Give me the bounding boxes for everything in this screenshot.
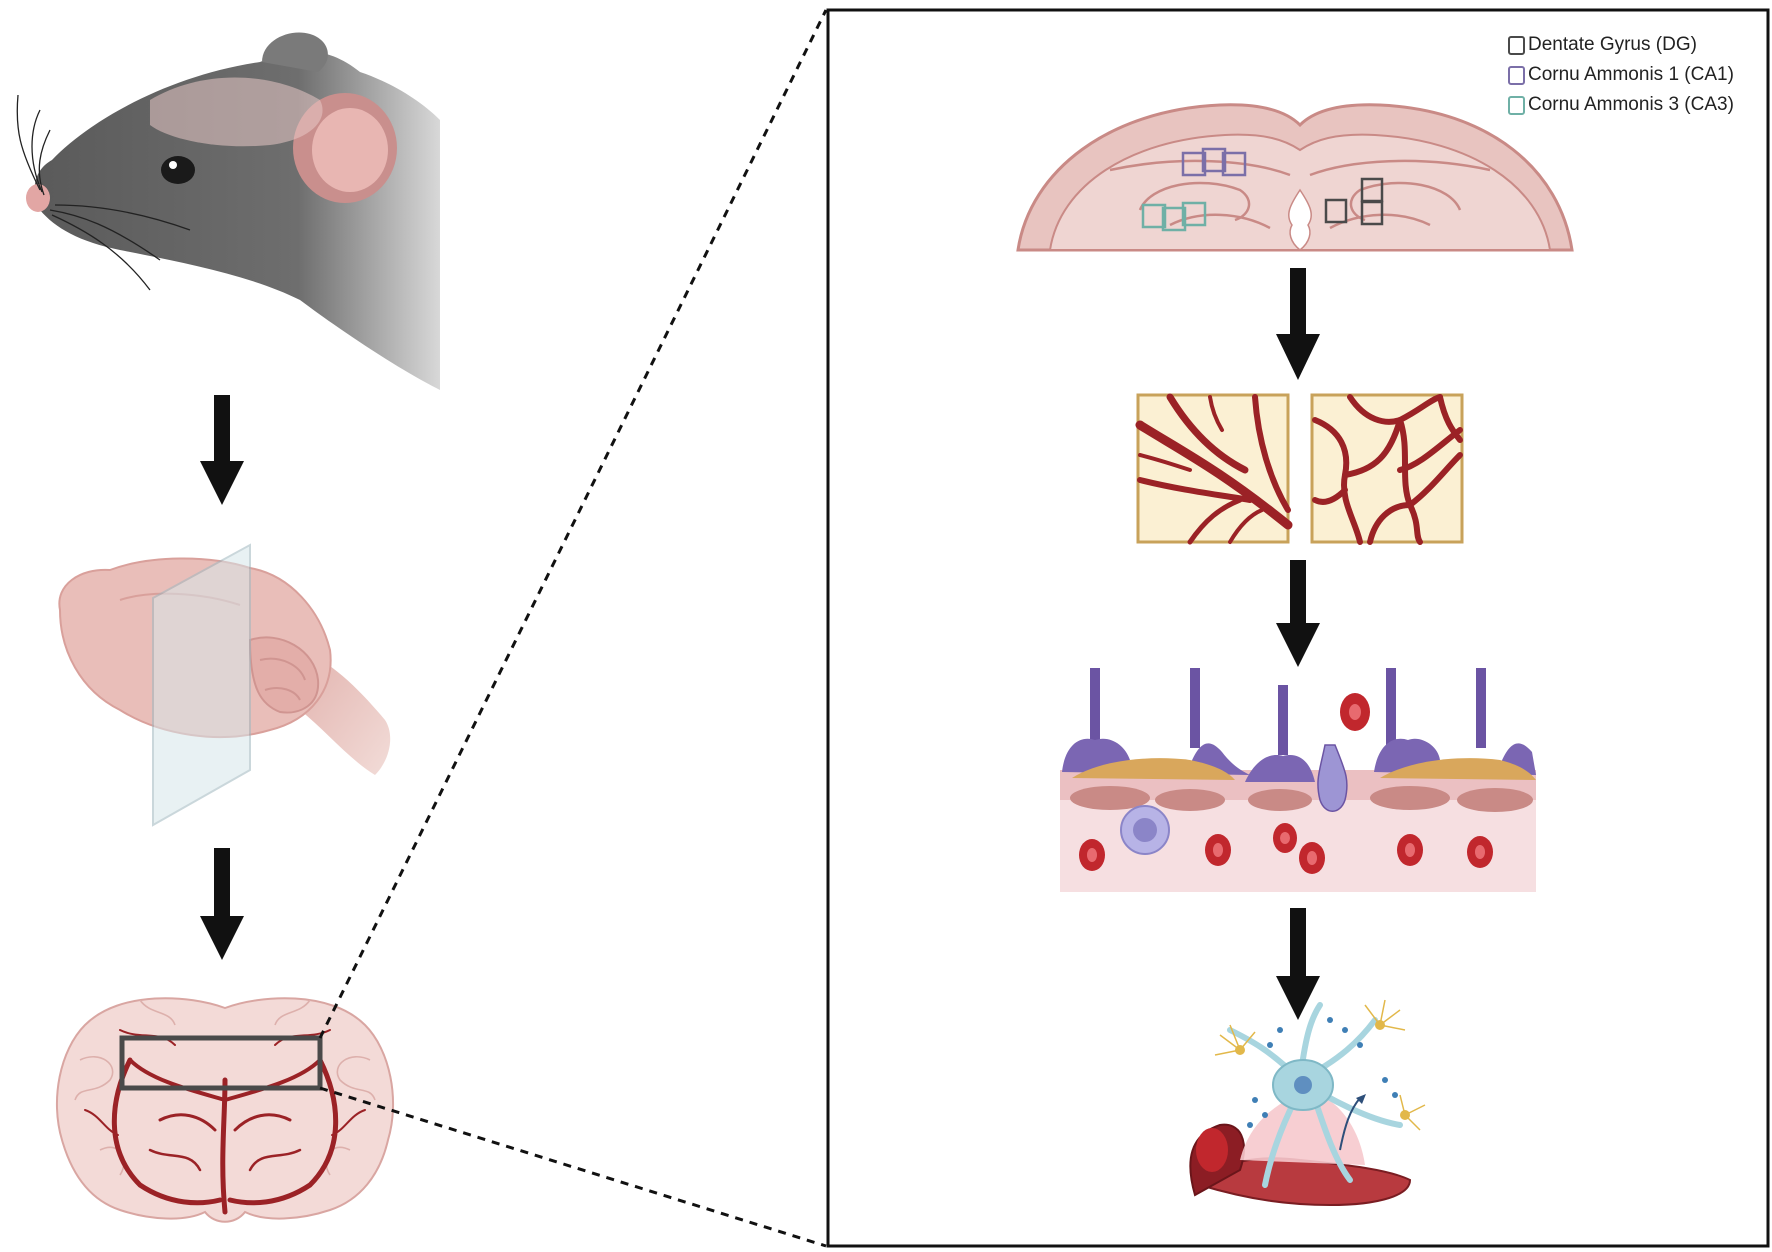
arrow-down-4 [1276, 560, 1320, 667]
legend-label-dg: Dentate Gyrus (DG) [1528, 34, 1697, 55]
coronal-section-icon [56, 997, 394, 1223]
slicing-plane-icon [152, 543, 251, 827]
arrow-down-1 [200, 395, 244, 505]
extracted-brain-icon [58, 557, 391, 775]
region-legend: Dentate Gyrus (DG) Cornu Ammonis 1 (CA1)… [1508, 30, 1734, 120]
legend-item-ca1: Cornu Ammonis 1 (CA1) [1508, 60, 1734, 90]
legend-item-ca3: Cornu Ammonis 3 (CA3) [1508, 90, 1734, 120]
projection-line-bottom [319, 1086, 827, 1248]
projection-line-top [318, 9, 828, 1039]
legend-swatch-ca3 [1508, 95, 1525, 115]
arrow-down-2 [200, 848, 244, 960]
legend-item-dg: Dentate Gyrus (DG) [1508, 30, 1734, 60]
legend-label-ca3: Cornu Ammonis 3 (CA3) [1528, 94, 1734, 115]
mouse-head-icon [16, 32, 441, 390]
legend-swatch-dg [1508, 35, 1525, 55]
hippocampus-section-icon [1016, 103, 1574, 252]
arrow-down-3 [1276, 268, 1320, 380]
neurovascular-unit-icon [1189, 999, 1426, 1207]
arrow-down-5 [1276, 908, 1320, 1020]
legend-swatch-ca1 [1508, 65, 1525, 85]
vessel-network-icon [1135, 393, 1464, 545]
legend-label-ca1: Cornu Ammonis 1 (CA1) [1528, 64, 1734, 85]
blood-brain-barrier-icon [1060, 668, 1536, 892]
